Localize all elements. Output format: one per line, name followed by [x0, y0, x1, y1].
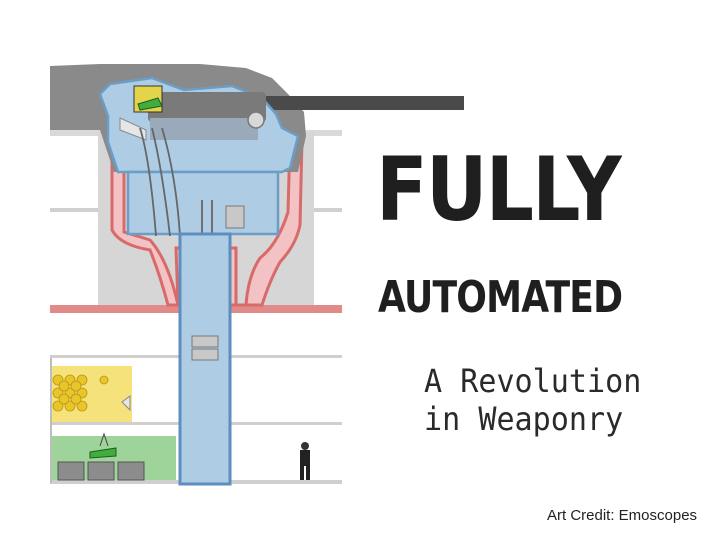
barbette-armor	[110, 138, 304, 307]
tagline-line-1: A Revolution	[424, 362, 642, 400]
slide-title: FULLY	[376, 138, 622, 241]
powder-magazine	[52, 432, 176, 481]
gun-breech	[119, 92, 266, 141]
slide-subtitle: AUTOMATED	[378, 272, 623, 323]
shell-loading	[133, 85, 163, 113]
sailor-figure	[300, 442, 310, 480]
art-credit: Art Credit: Emoscopes	[547, 507, 698, 524]
shell-magazine	[52, 366, 132, 422]
tagline-line-2: in Weaponry	[424, 400, 624, 438]
slide-tagline: A Revolution in Weaponry	[424, 362, 641, 438]
